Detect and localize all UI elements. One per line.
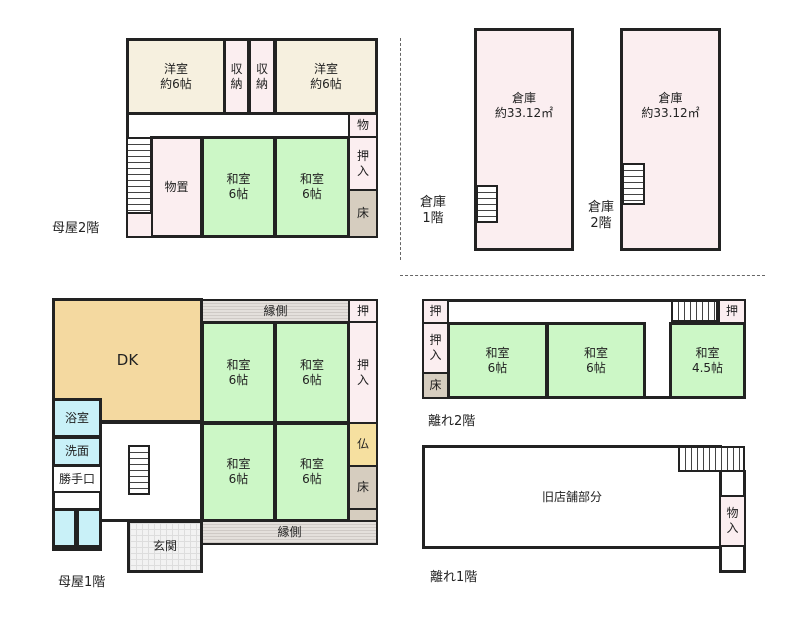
annex-2f-washitsu-3: 和室 4.5帖 xyxy=(669,322,746,399)
main-1f-butsudan: 仏 xyxy=(348,422,378,467)
main-2f-oshiire: 押 入 xyxy=(348,136,378,191)
main-2f-washitsu-1: 和室 6帖 xyxy=(201,136,276,238)
main-2f-hall xyxy=(126,212,153,238)
divider xyxy=(400,38,401,260)
main-2f-washitsu-2: 和室 6帖 xyxy=(274,136,350,238)
annex-2f-washitsu-2: 和室 6帖 xyxy=(546,322,646,399)
annex-2f-label: 離れ2階 xyxy=(428,414,476,429)
annex-1f-stairs xyxy=(678,446,745,472)
annex-2f-stairs xyxy=(671,300,718,322)
main-1f-genkan: 玄関 xyxy=(127,520,203,573)
main-1f-bathroom: 浴室 xyxy=(52,398,102,438)
main-2f-storage-1: 収 納 xyxy=(223,38,250,115)
main-1f-engawa-top: 縁側 xyxy=(201,299,350,323)
main-1f-stairs xyxy=(128,445,150,495)
main-1f-toilet-2 xyxy=(76,508,102,548)
main-2f-stairs xyxy=(126,137,152,214)
main-1f-washitsu-3: 和室 6帖 xyxy=(201,422,276,522)
main-1f-toko: 床 xyxy=(348,465,378,510)
main-1f-oshi: 押 xyxy=(348,299,378,323)
annex-2f-oshi-1: 押 xyxy=(422,299,449,324)
main-1f-washitsu-1: 和室 6帖 xyxy=(201,321,276,424)
annex-2f-oshiire: 押 入 xyxy=(422,322,449,374)
divider xyxy=(400,275,765,276)
main-1f-hall xyxy=(100,421,203,522)
main-1f-oshiire: 押 入 xyxy=(348,321,378,424)
warehouse-2f-stairs xyxy=(622,163,645,205)
main-2f-toko: 床 xyxy=(348,189,378,238)
main-1f-washitsu-4: 和室 6帖 xyxy=(274,422,350,522)
main-2f-western-room-1: 洋室 約6帖 xyxy=(126,38,226,115)
warehouse-1f-stairs xyxy=(476,185,498,223)
annex-2f-toko: 床 xyxy=(422,372,449,399)
main-2f-label: 母屋2階 xyxy=(52,221,100,236)
warehouse-2f-room: 倉庫 約33.12㎡ xyxy=(620,28,721,251)
main-2f-mono: 物 xyxy=(348,113,378,138)
annex-1f-label: 離れ1階 xyxy=(430,570,478,585)
annex-2f-washitsu-1: 和室 6帖 xyxy=(447,322,548,399)
main-1f-washroom: 洗面 xyxy=(52,436,102,467)
annex-1f-monoire: 物 入 xyxy=(719,495,746,547)
annex-2f-oshi-2: 押 xyxy=(718,299,746,324)
main-1f-washitsu-2: 和室 6帖 xyxy=(274,321,350,424)
main-2f-monooki: 物置 xyxy=(150,136,203,238)
main-1f-katteguchi: 勝手口 xyxy=(52,465,102,493)
warehouse-2f-label: 倉庫 2階 xyxy=(588,200,615,231)
main-2f-storage-2: 収 納 xyxy=(248,38,276,115)
main-1f-label: 母屋1階 xyxy=(58,575,106,590)
main-1f-engawa-bottom: 縁側 xyxy=(201,520,378,545)
main-1f-toilet-1 xyxy=(52,508,77,548)
warehouse-1f-label: 倉庫 1階 xyxy=(420,195,447,226)
main-2f-western-room-2: 洋室 約6帖 xyxy=(274,38,378,115)
annex-1f-shop: 旧店舗部分 xyxy=(422,445,722,549)
